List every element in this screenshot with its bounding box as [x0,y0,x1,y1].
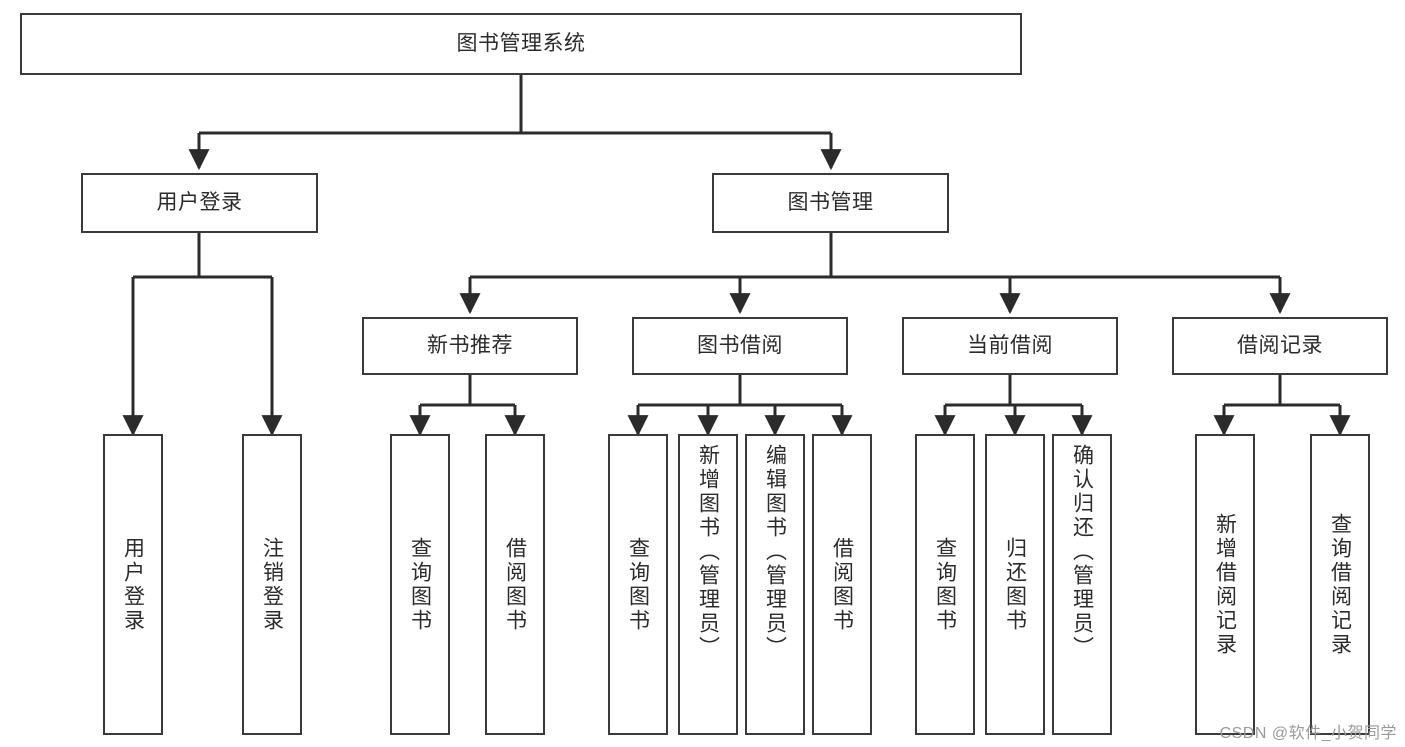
leaf-borrow-book-label: 借阅图书 [830,536,854,633]
node-borrow-record-label: 借阅记录 [1237,333,1323,357]
leaf-query-borrow-record[interactable]: 查询借阅记录 [1310,434,1370,735]
leaf-borrow-book[interactable]: 借阅图书 [812,434,872,735]
leaf-logout[interactable]: 注销登录 [242,434,302,735]
leaf-return-book[interactable]: 归还图书 [985,434,1045,735]
leaf-query-borrow-record-label: 查询借阅记录 [1328,512,1352,657]
leaf-borrow-book-recommend[interactable]: 借阅图书 [485,434,545,735]
node-user-login[interactable]: 用户登录 [81,173,318,233]
node-borrow-record[interactable]: 借阅记录 [1172,317,1388,375]
leaf-edit-book-admin[interactable]: 编辑图书（管理员） [745,434,805,735]
node-book-borrow-label: 图书借阅 [697,333,783,357]
leaf-add-borrow-record-label: 新增借阅记录 [1213,512,1237,657]
leaf-return-book-label: 归还图书 [1003,536,1027,633]
leaf-query-book-borrow[interactable]: 查询图书 [608,434,668,735]
node-book-borrow[interactable]: 图书借阅 [632,317,848,375]
leaf-confirm-return-admin[interactable]: 确认归还（管理员） [1052,434,1112,735]
leaf-query-book-recommend[interactable]: 查询图书 [390,434,450,735]
leaf-user-login-label: 用户登录 [121,536,145,633]
leaf-confirm-return-admin-label: 确认归还（管理员） [1070,444,1094,660]
node-new-book-recommend[interactable]: 新书推荐 [362,317,578,375]
node-root[interactable]: 图书管理系统 [20,13,1022,75]
node-user-login-label: 用户登录 [156,190,243,214]
leaf-add-book-admin[interactable]: 新增图书（管理员） [678,434,738,735]
leaf-user-login[interactable]: 用户登录 [103,434,163,735]
node-root-label: 图书管理系统 [456,31,586,55]
node-book-management-label: 图书管理 [787,190,874,214]
node-book-management[interactable]: 图书管理 [712,173,949,233]
leaf-logout-label: 注销登录 [260,536,284,633]
node-current-borrow-label: 当前借阅 [967,333,1053,357]
leaf-query-book-current-label: 查询图书 [933,536,957,633]
node-current-borrow[interactable]: 当前借阅 [902,317,1118,375]
leaf-edit-book-admin-label: 编辑图书（管理员） [763,444,787,660]
leaf-borrow-book-recommend-label: 借阅图书 [503,536,527,633]
leaf-add-book-admin-label: 新增图书（管理员） [696,444,720,660]
node-new-book-recommend-label: 新书推荐 [427,333,513,357]
leaf-query-book-current[interactable]: 查询图书 [915,434,975,735]
leaf-add-borrow-record[interactable]: 新增借阅记录 [1195,434,1255,735]
leaf-query-book-borrow-label: 查询图书 [626,536,650,633]
leaf-query-book-recommend-label: 查询图书 [408,536,432,633]
